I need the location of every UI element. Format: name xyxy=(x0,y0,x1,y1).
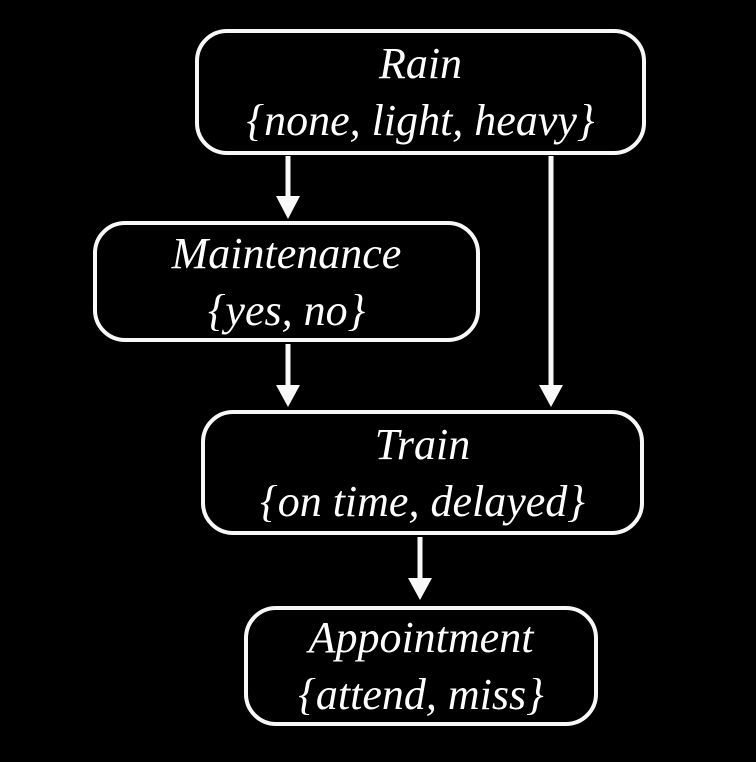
node-maintenance-label: Maintenance xyxy=(171,228,402,278)
arrowhead-icon xyxy=(539,385,563,407)
arrowhead-icon xyxy=(276,196,300,219)
node-maintenance-values: {yes, no} xyxy=(207,285,366,335)
edge-rain-maintenance xyxy=(276,156,300,219)
node-train-label: Train xyxy=(374,419,471,469)
edge-maintenance-train xyxy=(276,344,300,407)
node-appointment-values: {attend, miss} xyxy=(298,670,544,719)
node-rain-label: Rain xyxy=(378,39,463,88)
edge-rain-train xyxy=(539,156,563,407)
node-rain-values: {none, light, heavy} xyxy=(246,96,595,145)
node-maintenance: Maintenance {yes, no} xyxy=(93,221,480,342)
node-appointment: Appointment {attend, miss} xyxy=(244,606,598,726)
node-appointment-label: Appointment xyxy=(308,613,534,662)
arrowhead-icon xyxy=(276,385,300,407)
node-train: Train {on time, delayed} xyxy=(201,410,644,535)
node-rain: Rain {none, light, heavy} xyxy=(195,29,646,155)
node-train-values: {on time, delayed} xyxy=(260,476,585,526)
edge-train-appointment xyxy=(408,537,432,600)
arrowhead-icon xyxy=(408,578,432,600)
